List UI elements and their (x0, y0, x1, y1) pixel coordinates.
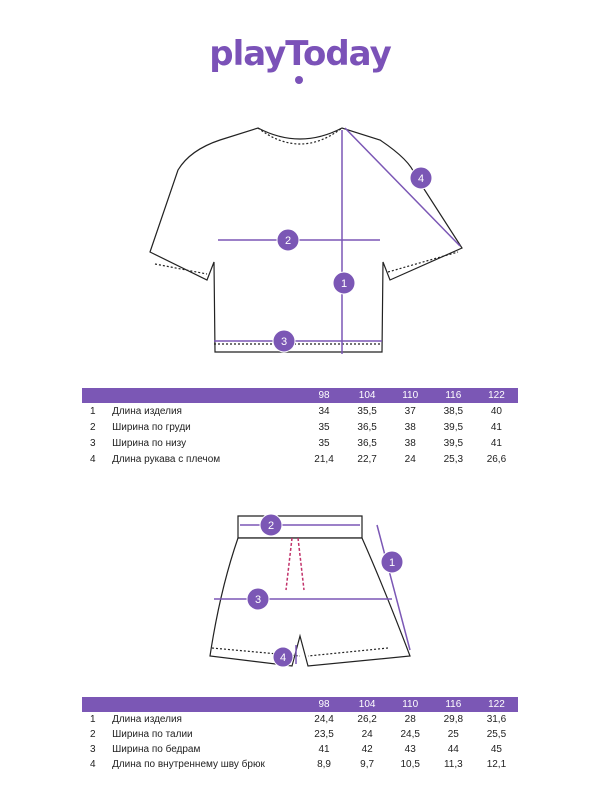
size-value: 39,5 (443, 421, 464, 433)
size-header: 116 (431, 697, 475, 712)
size-value: 40 (490, 405, 502, 417)
marker-2: 2 (285, 235, 291, 247)
size-header: 110 (388, 388, 432, 403)
size-header: 98 (302, 388, 346, 403)
size-value: 35 (318, 437, 330, 449)
marker-2: 2 (268, 520, 274, 532)
brand-logo: playToday (209, 34, 392, 74)
row-label: Ширина по груди (112, 421, 191, 433)
shorts-markers (246, 513, 404, 668)
table-row: 1 Длина изделия 24,4 26,2 28 29,8 31,6 (82, 712, 518, 727)
size-value: 8,9 (317, 759, 331, 770)
size-value: 10,5 (400, 759, 420, 770)
row-label: Ширина по низу (112, 437, 187, 449)
size-value: 38 (404, 421, 416, 433)
marker-1: 1 (389, 557, 395, 569)
size-header: 104 (345, 388, 389, 403)
size-value: 41 (490, 437, 502, 449)
size-value: 39,5 (443, 437, 464, 449)
row-label: Длина изделия (112, 714, 182, 725)
size-value: 23,5 (314, 729, 334, 740)
size-value: 25,5 (486, 729, 507, 740)
row-label: Ширина по талии (112, 729, 193, 740)
size-header: 116 (431, 388, 475, 403)
row-number: 2 (90, 729, 96, 740)
size-header: 98 (302, 697, 346, 712)
row-number: 4 (90, 453, 96, 465)
size-value: 36,5 (357, 421, 377, 433)
size-value: 35,5 (357, 405, 377, 417)
row-number: 1 (90, 405, 96, 417)
size-value: 9,7 (360, 759, 375, 770)
size-value: 34 (318, 405, 330, 417)
row-label: Длина по внутреннему шву брюк (112, 759, 265, 770)
size-value: 31,6 (486, 714, 507, 725)
row-number: 2 (90, 421, 96, 433)
size-value: 12,1 (486, 759, 507, 770)
size-value: 41 (490, 421, 502, 433)
table-row: 4 Длина по внутреннему шву брюк 8,9 9,7 10,5… (82, 757, 518, 772)
row-number: 3 (90, 744, 96, 755)
size-value: 24 (404, 453, 416, 465)
size-value: 11,3 (443, 759, 463, 770)
size-value: 44 (447, 744, 459, 755)
size-header: 122 (474, 388, 518, 403)
size-value: 42 (361, 744, 373, 755)
table-row: 1 Длина изделия 34 35,5 37 38,5 40 (82, 403, 518, 419)
marker-1: 1 (341, 278, 347, 290)
size-value: 21,4 (314, 453, 334, 465)
size-header: 110 (388, 697, 432, 712)
size-value: 24 (361, 729, 373, 740)
table-row: 2 Ширина по груди 35 36,5 38 39,5 41 (82, 419, 518, 435)
size-value: 35 (318, 421, 330, 433)
row-number: 3 (90, 437, 96, 449)
row-label: Длина рукава с плечом (112, 453, 221, 465)
logo-dot (295, 76, 303, 84)
row-label: Ширина по бедрам (112, 744, 201, 755)
size-value: 43 (404, 744, 416, 755)
size-value: 26,2 (357, 714, 377, 725)
size-value: 24,4 (314, 714, 334, 725)
size-value: 38 (404, 437, 416, 449)
size-value: 36,5 (357, 437, 377, 449)
table-row: 2 Ширина по талии 23,5 24 24,5 25 25,5 (82, 727, 518, 742)
marker-4: 4 (418, 173, 424, 185)
marker-3: 3 (255, 594, 261, 606)
size-value: 26,6 (486, 453, 507, 465)
size-header: 104 (345, 697, 389, 712)
table-row: 3 Ширина по низу 35 36,5 38 39,5 41 (82, 435, 518, 451)
size-value: 38,5 (443, 405, 464, 417)
tshirt-markers (272, 166, 433, 353)
table-row: 4 Длина рукава с плечом 21,4 22,7 24 25,3 26,6 (82, 451, 518, 467)
marker-3: 3 (281, 336, 287, 348)
marker-4: 4 (280, 652, 286, 664)
size-value: 22,7 (357, 453, 377, 465)
size-value: 25 (447, 729, 459, 740)
table-row: 3 Ширина по бедрам 41 42 43 44 45 (82, 742, 518, 757)
row-number: 1 (90, 714, 96, 725)
size-value: 37 (404, 405, 416, 417)
row-label: Длина изделия (112, 405, 182, 417)
size-value: 28 (404, 714, 416, 725)
size-header: 122 (474, 697, 518, 712)
size-value: 45 (490, 744, 502, 755)
size-value: 41 (318, 744, 330, 755)
tshirt-measure-lines (214, 127, 461, 354)
size-value: 25,3 (443, 453, 464, 465)
size-value: 29,8 (443, 714, 464, 725)
size-value: 24,5 (400, 729, 420, 740)
row-number: 4 (90, 759, 96, 770)
